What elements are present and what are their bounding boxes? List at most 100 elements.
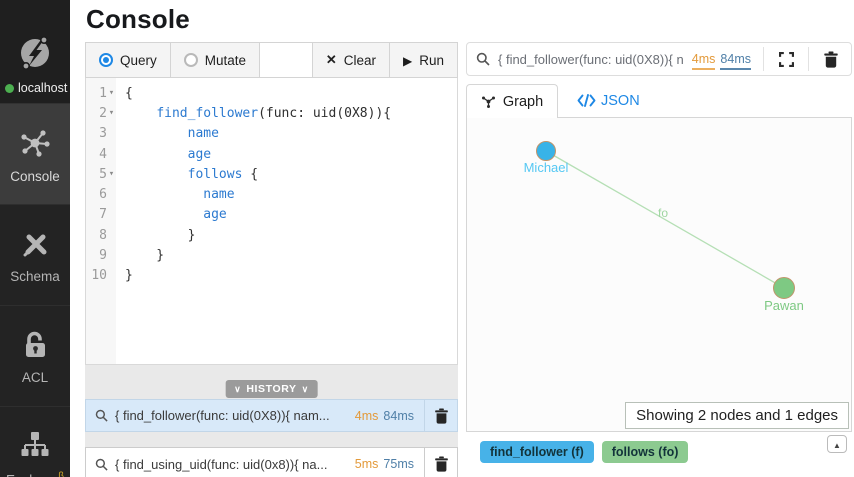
legend-pill-follows[interactable]: follows (fo) <box>601 441 689 463</box>
run-label: Run <box>419 52 444 68</box>
sidebar-item-label: Console <box>10 168 60 184</box>
total-latency: 84ms <box>720 52 751 70</box>
total-latency: 84ms <box>383 408 414 423</box>
search-icon <box>95 409 108 422</box>
node-label: Michael <box>523 160 569 175</box>
up-arrow-icon <box>833 435 841 453</box>
legend-pill-find-follower[interactable]: find_follower (f) <box>480 441 594 463</box>
sidebar-item-console[interactable]: Console <box>0 104 70 205</box>
search-icon <box>476 52 490 66</box>
edge-label: fo <box>657 206 669 220</box>
graph-edges <box>545 150 785 289</box>
history-section: HISTORY { find_follower(func: uid(0X8)){… <box>85 365 458 477</box>
result-query-bar: { find_follower(func: uid(0X8)){ n... 4m… <box>466 42 852 76</box>
node-label: Pawan <box>764 298 804 313</box>
tab-json-label: JSON <box>601 92 640 109</box>
query-mode-label: Query <box>120 52 157 68</box>
radio-selected-icon <box>99 53 113 67</box>
code-line: } <box>125 227 196 243</box>
line-number: 8 <box>99 227 107 243</box>
clear-label: Clear <box>343 52 376 68</box>
delete-history-button[interactable] <box>424 448 457 477</box>
search-icon <box>95 458 108 471</box>
result-query-text[interactable]: { find_follower(func: uid(0X8)){ n... <box>498 51 684 67</box>
node-circle[interactable] <box>536 141 556 161</box>
editor-line: 7 age <box>86 205 457 225</box>
editor-line: 4 age <box>86 144 457 164</box>
query-panel: Query Mutate Clear Run 1 { 2 <box>85 42 458 477</box>
query-mode-tab[interactable]: Query <box>86 43 171 77</box>
code-line: age <box>187 146 212 162</box>
total-latency: 75ms <box>383 457 414 472</box>
code-line: name <box>187 126 219 142</box>
server-latency: 5ms <box>354 457 379 472</box>
editor-line: 3 name <box>86 124 457 144</box>
crossed-pencils-icon <box>18 227 52 261</box>
sidebar-item-explorer[interactable]: Explorerβ <box>0 407 70 477</box>
divider <box>808 47 809 71</box>
hierarchy-icon <box>17 427 53 463</box>
line-number: 3 <box>99 126 107 142</box>
line-number: 7 <box>99 207 107 223</box>
history-item[interactable]: { find_follower(func: uid(0X8)){ nam... … <box>85 399 458 432</box>
connection-block[interactable]: localhost <box>0 0 70 104</box>
history-query-text: { find_follower(func: uid(0X8)){ nam... <box>115 408 330 423</box>
beta-badge: β <box>58 470 65 477</box>
graph-status: Showing 2 nodes and 1 edges <box>625 402 849 429</box>
code-line: name <box>203 187 235 203</box>
history-toggle[interactable]: HISTORY <box>225 380 318 398</box>
radio-unselected-icon <box>183 53 198 67</box>
fold-arrow-icon[interactable] <box>107 83 116 103</box>
clear-x-icon <box>326 52 337 68</box>
editor-line: 8 } <box>86 225 457 245</box>
toolbar-spacer <box>260 43 312 77</box>
query-toolbar: Query Mutate Clear Run <box>85 42 458 78</box>
code-line: age <box>203 207 227 223</box>
tab-json[interactable]: JSON <box>565 84 652 117</box>
result-panel: { find_follower(func: uid(0X8)){ n... 4m… <box>466 42 852 477</box>
clear-button[interactable]: Clear <box>311 43 389 77</box>
trash-icon <box>434 408 449 424</box>
server-latency: 4ms <box>691 52 716 70</box>
chevron-down-icon <box>302 384 309 395</box>
mutate-mode-tab[interactable]: Mutate <box>170 43 261 77</box>
trash-icon <box>434 456 449 472</box>
editor-line: 1 { <box>86 83 457 103</box>
clear-result-button[interactable] <box>817 45 845 73</box>
editor-line: 5 follows { <box>86 164 457 184</box>
editor-gutter <box>86 78 116 364</box>
history-item[interactable]: { find_using_uid(func: uid(0x8)){ na... … <box>85 447 458 477</box>
tab-graph[interactable]: Graph <box>466 84 558 118</box>
editor-lines: 1 { 2 find_follower(func: uid(0X8)){ 3 n… <box>86 83 457 286</box>
sidebar-item-acl[interactable]: ACL <box>0 306 70 407</box>
tab-graph-label: Graph <box>502 93 544 110</box>
sidebar: localhost Console <box>0 0 70 477</box>
sidebar-item-schema[interactable]: Schema <box>0 205 70 306</box>
line-number: 2 <box>99 105 107 121</box>
query-editor[interactable]: 1 { 2 find_follower(func: uid(0X8)){ 3 n… <box>85 78 458 365</box>
history-query-text: { find_using_uid(func: uid(0x8)){ na... <box>115 456 328 472</box>
delete-history-button[interactable] <box>424 400 457 431</box>
divider <box>763 47 764 71</box>
fullscreen-button[interactable] <box>772 45 800 73</box>
fold-arrow-icon[interactable] <box>107 164 116 184</box>
line-number: 5 <box>99 166 107 182</box>
editor-line: 9 } <box>86 245 457 265</box>
result-view-tabs: Graph JSON <box>466 84 852 118</box>
chevron-down-icon <box>234 384 241 395</box>
connection-status-icon <box>5 83 14 93</box>
line-number: 6 <box>99 187 107 203</box>
mutate-mode-label: Mutate <box>204 52 247 68</box>
graph-canvas[interactable]: Michael Pawan fo Showing 2 nodes and 1 e… <box>466 117 852 432</box>
collapse-legend-button[interactable] <box>827 435 847 453</box>
run-button[interactable]: Run <box>389 43 457 77</box>
fold-arrow-icon[interactable] <box>107 103 116 123</box>
code-icon <box>577 94 596 107</box>
page-title: Console <box>86 4 190 34</box>
code-line: find_follower(func: uid(0X8)){ <box>156 105 392 121</box>
network-graph-icon <box>481 94 496 109</box>
node-circle[interactable] <box>773 277 795 299</box>
latency-badges: 5ms 75ms <box>354 457 414 472</box>
